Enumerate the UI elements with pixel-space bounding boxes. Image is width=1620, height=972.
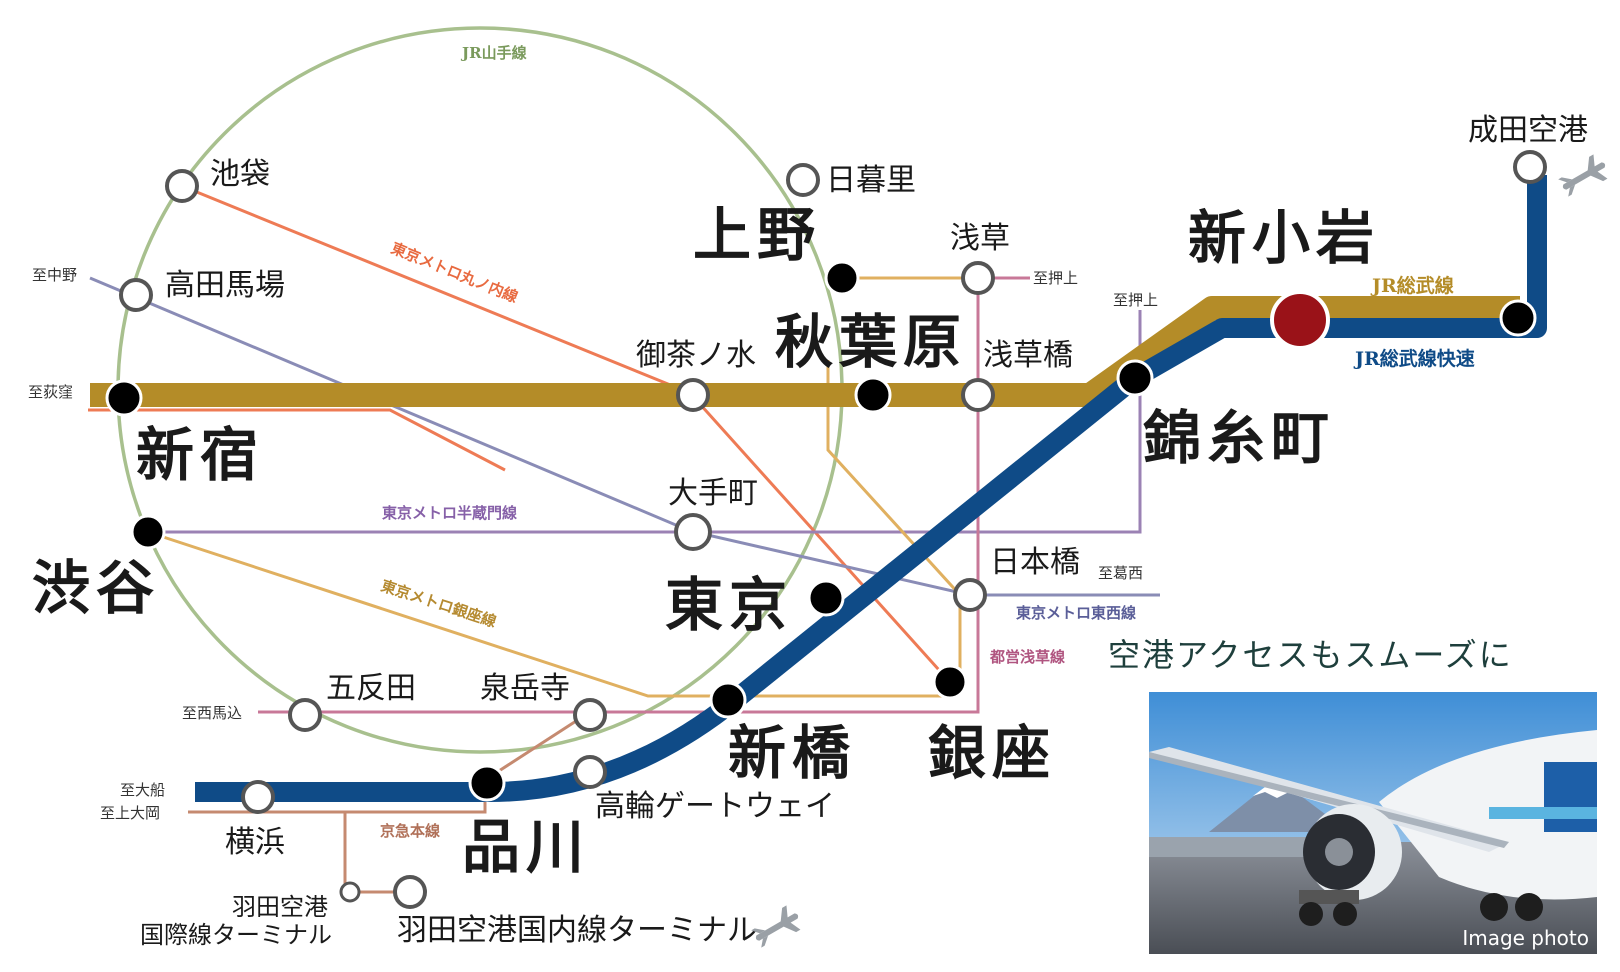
station-shinagawa[interactable] [468,764,506,802]
name-yokohama: 横浜 [225,825,285,860]
station-kinshicho[interactable] [1116,359,1154,397]
name-shinkoiwa: 新小岩 [1188,204,1380,272]
name-shibuya: 渋谷 [32,554,160,622]
station-asakusabashi[interactable] [961,378,995,412]
station-haneda-domestic[interactable] [393,875,427,909]
name-ochanomizu: 御茶ノ水 [636,338,756,373]
station-shibuya[interactable] [130,514,166,550]
dir-ogikubo: 至荻窪 [28,383,73,401]
label-yamanote: JR山手線 [460,44,527,62]
label-sobu: JR総武線 [1370,274,1454,297]
station-yokohama[interactable] [241,780,275,814]
name-gotanda: 五反田 [326,671,416,706]
name-nihombashi: 日本橋 [990,545,1080,580]
promo-headline: 空港アクセスもスムーズに [1108,636,1513,674]
station-ueno[interactable] [824,260,860,296]
station-gotanda[interactable] [288,698,322,732]
station-takanawa[interactable] [573,755,607,789]
name-sengakuji: 泉岳寺 [480,671,570,706]
station-ochanomizu[interactable] [676,378,710,412]
label-asakusa: 都営浅草線 [989,648,1065,666]
dir-kamiooka: 至上大岡 [100,804,160,822]
airplane-icon-narita [1558,154,1608,197]
name-ikebukuro: 池袋 [210,157,270,192]
station-sengakuji[interactable] [573,698,607,732]
airplane-icon-haneda [751,905,801,948]
station-haneda-intl[interactable] [339,881,361,903]
station-akihabara[interactable] [854,376,892,414]
station-shimbashi[interactable] [709,681,747,719]
dir-kasai: 至葛西 [1098,564,1143,582]
name-nippori: 日暮里 [826,163,916,198]
asakusa-line-main [258,278,980,714]
name-asakusabashi: 浅草橋 [983,338,1073,373]
sobu-line [90,296,1520,407]
label-tozai: 東京メトロ東西線 [1016,604,1136,622]
station-nippori[interactable] [786,163,820,197]
name-takanawa: 高輪ゲートウェイ [595,789,835,824]
dir-nakano: 至中野 [32,266,77,284]
name-haneda-intl-2: 国際線ターミナル [140,921,332,949]
dir-nishimagome: 至西馬込 [182,704,242,722]
label-hanzomon: 東京メトロ半蔵門線 [382,504,517,522]
station-takadanobaba[interactable] [119,278,153,312]
station-sobu-east[interactable] [1499,299,1537,337]
name-haneda-intl-1: 羽田空港 [232,893,328,921]
photo-caption: Image photo [1462,926,1589,950]
name-ueno: 上野 [693,201,821,269]
station-tokyo[interactable] [807,579,845,617]
marunouchi-line-west [88,408,506,472]
name-kinshicho: 錦糸町 [1143,404,1335,472]
name-otemachi: 大手町 [668,476,758,511]
station-ginza[interactable] [932,664,968,700]
station-narita[interactable] [1513,150,1547,184]
dir-oshiage-2: 至押上 [1113,291,1158,309]
name-narita: 成田空港 [1468,113,1588,148]
name-shinjuku: 新宿 [136,421,264,489]
name-akihabara: 秋葉原 [775,308,967,376]
keikyu-line [484,710,591,782]
station-shinjuku[interactable] [105,379,143,417]
station-nihombashi[interactable] [953,578,987,612]
name-ginza: 銀座 [928,719,1056,787]
dir-ofuna: 至大船 [120,781,165,799]
ginza-line-kanda [826,360,962,680]
name-tokyo: 東京 [665,571,793,639]
station-shinkoiwa[interactable] [1270,290,1330,350]
airport-photo: Image photo [1149,692,1597,954]
label-ginza: 東京メトロ銀座線 [379,577,499,631]
ginza-line [147,530,945,698]
name-shinagawa: 品川 [462,813,590,881]
name-asakusa: 浅草 [950,221,1010,256]
name-haneda-domestic: 羽田空港国内線ターミナル [397,913,757,948]
name-takadanobaba: 高田馬場 [165,268,285,303]
label-sobu-rapid: JR総武線快速 [1353,347,1475,370]
name-shimbashi: 新橋 [728,719,856,787]
label-keikyu: 京急本線 [380,822,440,840]
dir-oshiage-1: 至押上 [1033,269,1078,287]
station-asakusa[interactable] [961,261,995,295]
station-otemachi[interactable] [674,513,712,551]
station-ikebukuro[interactable] [165,169,199,203]
